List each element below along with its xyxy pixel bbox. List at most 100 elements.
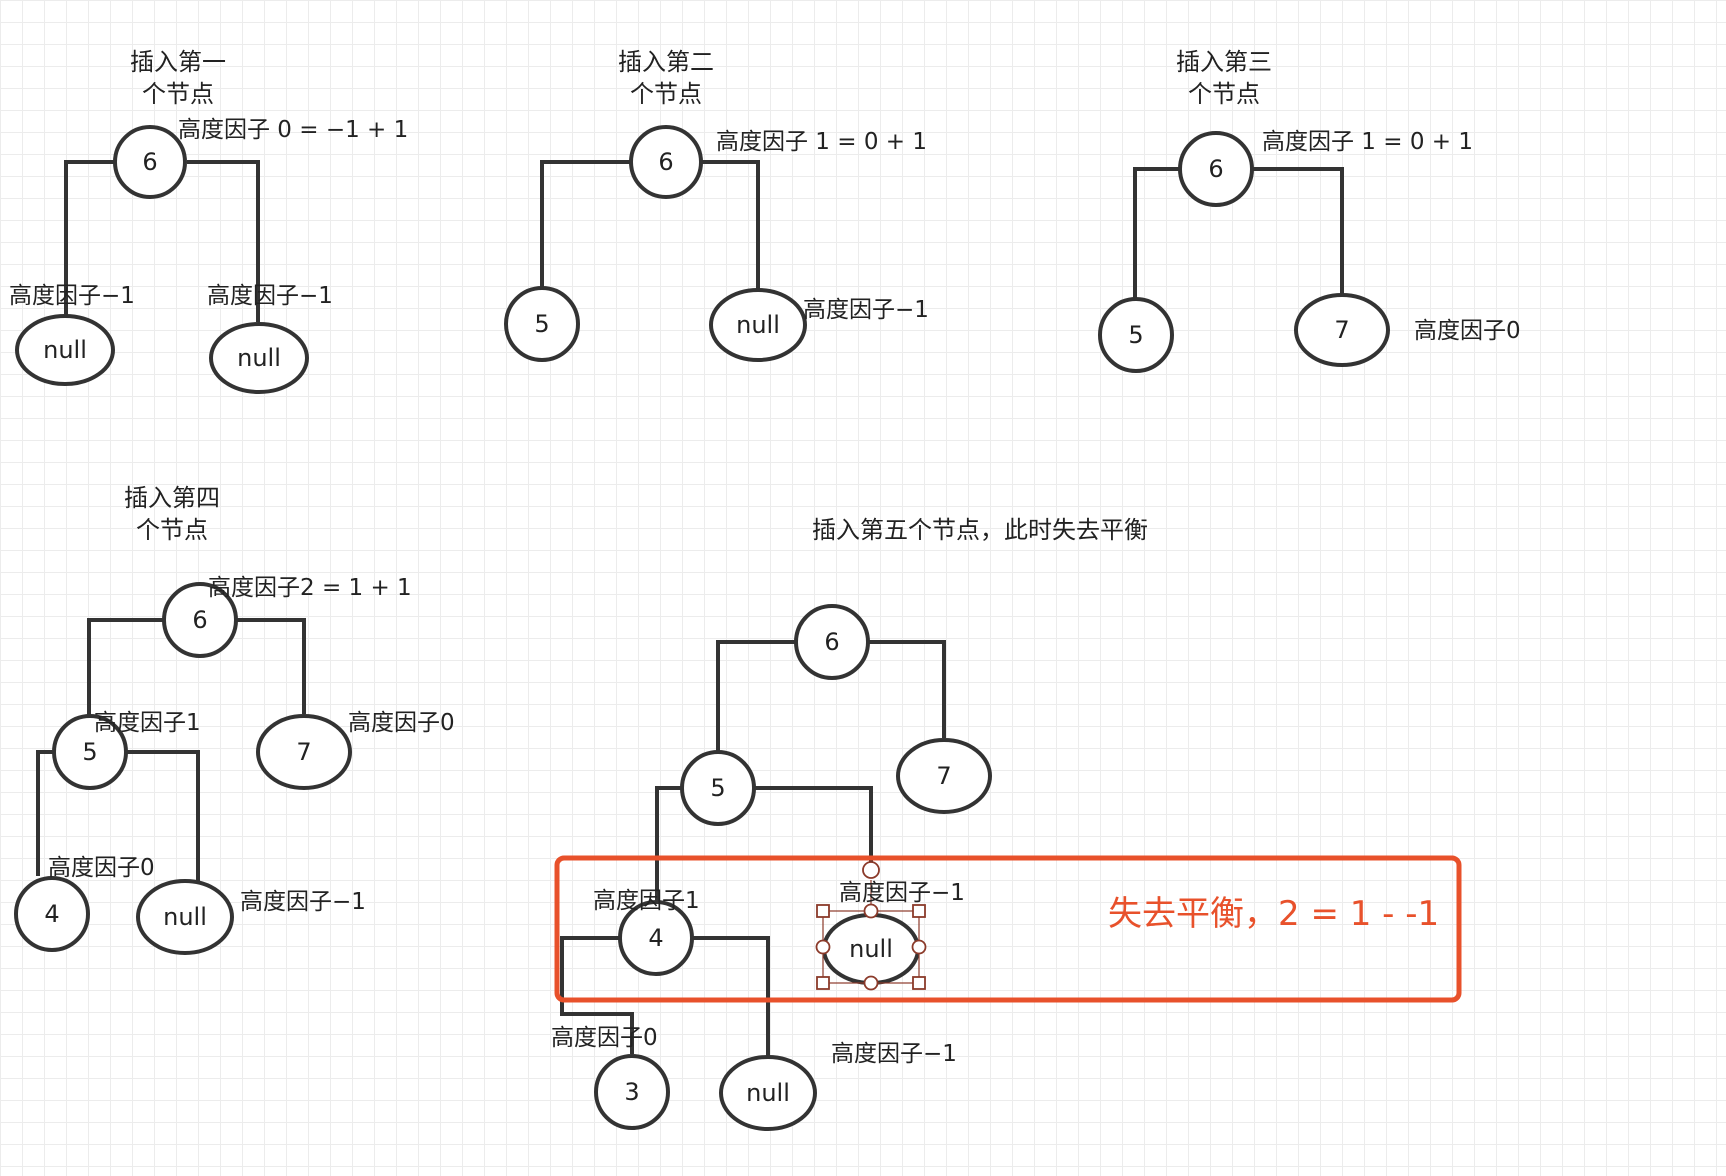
- tree4-left-left-factor: 高度因子0: [48, 855, 155, 881]
- tree5-node-left-right[interactable]: null: [822, 913, 920, 985]
- tree3-edge-left: [1133, 167, 1180, 300]
- tree1-title-line2: 个节点: [142, 80, 214, 108]
- tree4-edge-right: [236, 618, 306, 714]
- tree1-edge-left: [64, 160, 115, 318]
- tree1-right-value: null: [237, 344, 281, 372]
- tree3-node-right[interactable]: 7: [1294, 293, 1390, 367]
- tree5-left-left-factor: 高度因子1: [593, 888, 700, 914]
- selection-handle-bl[interactable]: [816, 976, 830, 990]
- tree1-title-line1: 插入第一: [130, 48, 226, 76]
- selection-rotate-handle[interactable]: [862, 861, 880, 879]
- tree4-root-value: 6: [192, 606, 207, 634]
- tree4-node-left-left[interactable]: 4: [14, 876, 90, 952]
- tree1-root-factor: 高度因子 0 = −1 + 1: [178, 117, 408, 143]
- tree5-edge-left-left: [655, 786, 682, 904]
- tree2-title-line1: 插入第二: [618, 48, 714, 76]
- tree5-left-left-right-value: null: [746, 1079, 790, 1107]
- tree4-left-right-factor: 高度因子−1: [240, 889, 366, 915]
- tree4-root-factor: 高度因子2 = 1 + 1: [208, 575, 412, 601]
- tree5-left-left-left-factor: 高度因子0: [551, 1025, 658, 1051]
- tree1-node-left[interactable]: null: [15, 314, 115, 386]
- tree2-edge-left: [540, 160, 630, 288]
- selection-handle-bottom[interactable]: [863, 975, 879, 991]
- selection-handle-top[interactable]: [863, 903, 879, 919]
- tree2-node-root[interactable]: 6: [629, 125, 703, 199]
- tree2-node-right[interactable]: null: [709, 288, 807, 362]
- selection-handle-right[interactable]: [911, 939, 927, 955]
- tree5-left-left-value: 4: [648, 924, 663, 952]
- tree4-edge-left-left: [36, 750, 56, 876]
- tree3-right-factor: 高度因子0: [1414, 318, 1521, 344]
- tree4-left-right-value: null: [163, 903, 207, 931]
- tree5-edge-left-left-right: [692, 936, 770, 1056]
- tree5-left-right-value: null: [849, 935, 893, 963]
- imbalance-note: 失去平衡，2 = 1 - -1: [1108, 894, 1439, 934]
- tree3-title-line1: 插入第三: [1176, 48, 1272, 76]
- tree5-edge-left-left-left: [560, 936, 634, 1054]
- tree3-node-left[interactable]: 5: [1098, 297, 1174, 373]
- tree3-title-line2: 个节点: [1188, 80, 1260, 108]
- tree4-node-right[interactable]: 7: [256, 714, 352, 790]
- tree3-root-factor: 高度因子 1 = 0 + 1: [1262, 129, 1473, 155]
- tree4-edge-left: [87, 618, 164, 720]
- tree5-node-left-left[interactable]: 4: [618, 900, 694, 976]
- tree2-edge-right: [702, 160, 760, 292]
- tree1-edge-right: [187, 160, 260, 322]
- tree4-node-root[interactable]: 6: [162, 582, 238, 658]
- selection-handle-left[interactable]: [815, 939, 831, 955]
- tree3-root-value: 6: [1208, 155, 1223, 183]
- tree4-title-line2: 个节点: [136, 516, 208, 544]
- tree4-right-value: 7: [296, 738, 311, 766]
- tree5-left-left-left-value: 3: [624, 1078, 639, 1106]
- tree1-root-value: 6: [142, 148, 157, 176]
- tree3-left-value: 5: [1128, 321, 1143, 349]
- tree5-node-left[interactable]: 5: [680, 750, 756, 826]
- tree5-node-left-left-left[interactable]: 3: [594, 1054, 670, 1130]
- tree4-right-factor: 高度因子0: [348, 710, 455, 736]
- tree1-left-factor: 高度因子−1: [9, 283, 135, 309]
- tree-4: 插入第四 个节点 6 5 7 4: [14, 484, 455, 955]
- tree3-edge-right: [1252, 167, 1344, 298]
- tree1-node-root[interactable]: 6: [113, 125, 187, 199]
- tree5-edge-left: [716, 640, 795, 754]
- tree-2: 插入第二 个节点 6 5 null 高度因子 1 = 0 + 1 高度因子−1: [504, 48, 929, 362]
- tree1-node-right[interactable]: null: [209, 322, 309, 394]
- selection-handle-br[interactable]: [912, 976, 926, 990]
- tree-3: 插入第三 个节点 6 5 7 高度因子 1 = 0 + 1 高度因子0: [1098, 48, 1521, 373]
- tree2-right-value: null: [736, 311, 780, 339]
- tree5-left-left-right-factor: 高度因子−1: [831, 1041, 957, 1067]
- tree4-left-left-value: 4: [44, 900, 59, 928]
- selection-handles[interactable]: [815, 861, 927, 991]
- tree4-node-left[interactable]: 5: [52, 714, 128, 790]
- imbalance-highlight-box: [554, 855, 1462, 1003]
- tree4-title-line1: 插入第四: [124, 484, 220, 512]
- tree-1: 插入第一 个节点 6 null null 高度因子 0 = −1 + 1 高度因…: [9, 48, 408, 394]
- tree1-right-factor: 高度因子−1: [207, 283, 333, 309]
- tree5-root-value: 6: [824, 628, 839, 656]
- tree4-node-left-right[interactable]: null: [136, 879, 234, 955]
- tree4-left-factor: 高度因子1: [94, 710, 201, 736]
- tree5-left-value: 5: [710, 774, 725, 802]
- tree4-left-value: 5: [82, 738, 97, 766]
- selection-handle-tl[interactable]: [816, 904, 830, 918]
- tree4-edge-left-right: [125, 750, 200, 882]
- selection-handle-tr[interactable]: [912, 904, 926, 918]
- tree5-left-right-factor: 高度因子−1: [839, 880, 965, 906]
- tree5-node-right[interactable]: 7: [896, 738, 992, 814]
- tree-5: 插入第五个节点，此时失去平衡 6 5 7 4: [551, 516, 1462, 1131]
- tree5-node-left-left-right[interactable]: null: [719, 1055, 817, 1131]
- tree3-node-root[interactable]: 6: [1178, 131, 1254, 207]
- tree5-edge-right: [868, 640, 946, 738]
- tree3-right-value: 7: [1334, 316, 1349, 344]
- tree5-title: 插入第五个节点，此时失去平衡: [812, 516, 1148, 544]
- tree2-node-left[interactable]: 5: [504, 286, 580, 362]
- tree2-left-value: 5: [534, 310, 549, 338]
- tree2-root-factor: 高度因子 1 = 0 + 1: [716, 129, 927, 155]
- tree5-right-value: 7: [936, 762, 951, 790]
- tree2-root-value: 6: [658, 148, 673, 176]
- tree2-title-line2: 个节点: [630, 80, 702, 108]
- tree5-node-root[interactable]: 6: [794, 604, 870, 680]
- tree5-edge-left-right: [754, 786, 873, 866]
